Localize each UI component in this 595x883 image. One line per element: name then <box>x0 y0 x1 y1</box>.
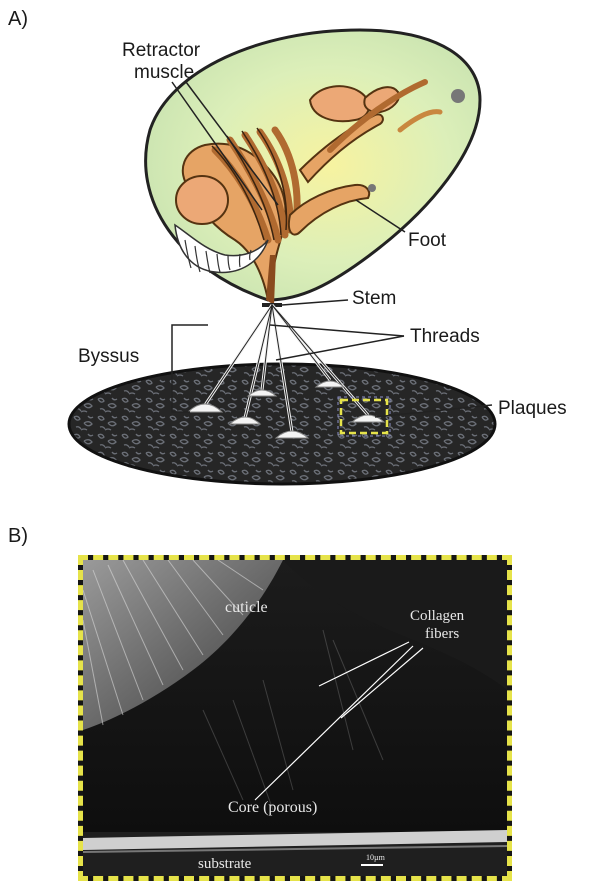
label-core: Core (porous) <box>228 800 317 816</box>
mussel-diagram <box>0 0 595 500</box>
substrate <box>69 364 495 484</box>
organ-1 <box>176 176 228 224</box>
label-scale-bar: 10µm <box>366 853 385 862</box>
label-substrate: substrate <box>198 856 251 872</box>
label-threads: Threads <box>410 326 480 348</box>
label-collagen-line2: fibers <box>425 626 459 642</box>
label-stem: Stem <box>352 288 396 310</box>
label-cuticle: cuticle <box>225 600 268 616</box>
panel-b-label: B) <box>8 525 28 548</box>
label-retractor-muscle-line1: Retractor <box>122 40 200 62</box>
label-foot: Foot <box>408 230 446 252</box>
label-byssus: Byssus <box>78 346 139 368</box>
label-plaques: Plaques <box>498 398 567 420</box>
label-retractor-muscle-line2: muscle <box>134 62 194 84</box>
label-collagen-line1: Collagen <box>410 608 464 624</box>
sem-image: cuticle Collagen fibers Core (porous) su… <box>78 555 512 881</box>
